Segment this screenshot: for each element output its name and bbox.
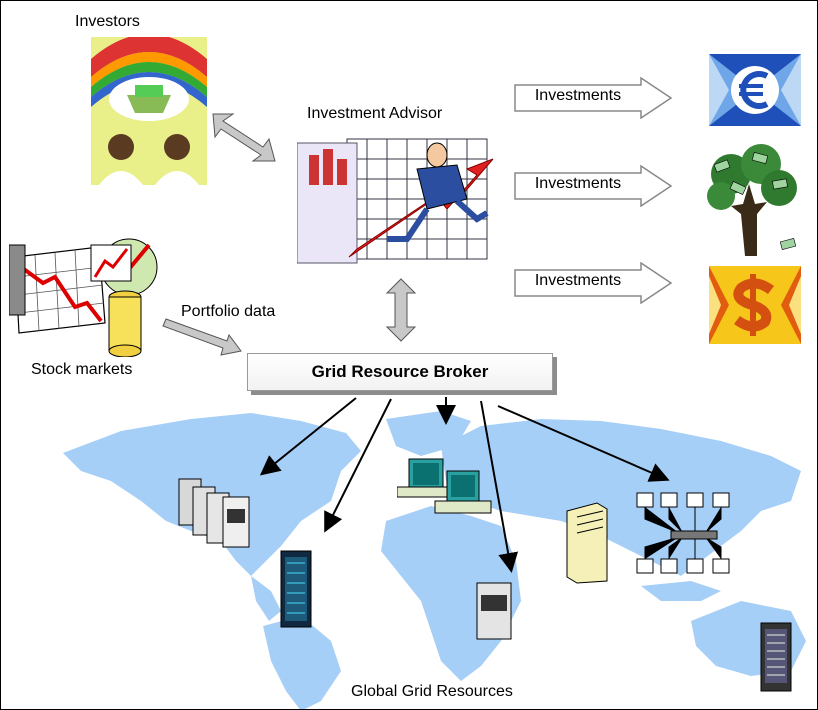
global-grid-label: Global Grid Resources bbox=[351, 683, 513, 700]
grid-resource-broker-box: Grid Resource Broker bbox=[247, 353, 553, 391]
investment-arrow-2: Investments bbox=[513, 165, 673, 207]
euro-icon bbox=[709, 54, 801, 126]
investors-label: Investors bbox=[75, 13, 140, 30]
stock-markets-clipart bbox=[9, 238, 158, 357]
portfolio-data-arrow bbox=[162, 318, 242, 356]
small-server-icon bbox=[476, 582, 512, 640]
tower-server-icon bbox=[566, 502, 608, 584]
workstations-icon bbox=[397, 458, 492, 514]
broker-links bbox=[259, 397, 670, 573]
investment-arrow-3: Investments bbox=[513, 262, 673, 304]
supercomputer-icon bbox=[280, 550, 312, 628]
stock-markets-label: Stock markets bbox=[31, 361, 133, 378]
server-cluster-icon bbox=[178, 478, 250, 548]
advisor-label: Investment Advisor bbox=[307, 105, 443, 122]
broker-label: Grid Resource Broker bbox=[311, 362, 489, 381]
rack-server-icon bbox=[760, 622, 792, 692]
network-cluster-icon bbox=[636, 492, 730, 574]
investment-arrow-1: Investments bbox=[513, 77, 673, 119]
investment-advisor-clipart bbox=[297, 138, 494, 264]
money-tree-icon bbox=[707, 144, 797, 256]
investment-arrow-label: Investments bbox=[534, 272, 622, 289]
investment-arrow-label: Investments bbox=[534, 175, 622, 192]
investor-advisor-arrow bbox=[212, 113, 276, 162]
investment-arrow-label: Investments bbox=[534, 87, 622, 104]
advisor-broker-arrow bbox=[385, 278, 417, 342]
investors-clipart bbox=[91, 37, 207, 185]
dollar-icon bbox=[709, 266, 801, 344]
portfolio-data-label: Portfolio data bbox=[181, 303, 276, 320]
